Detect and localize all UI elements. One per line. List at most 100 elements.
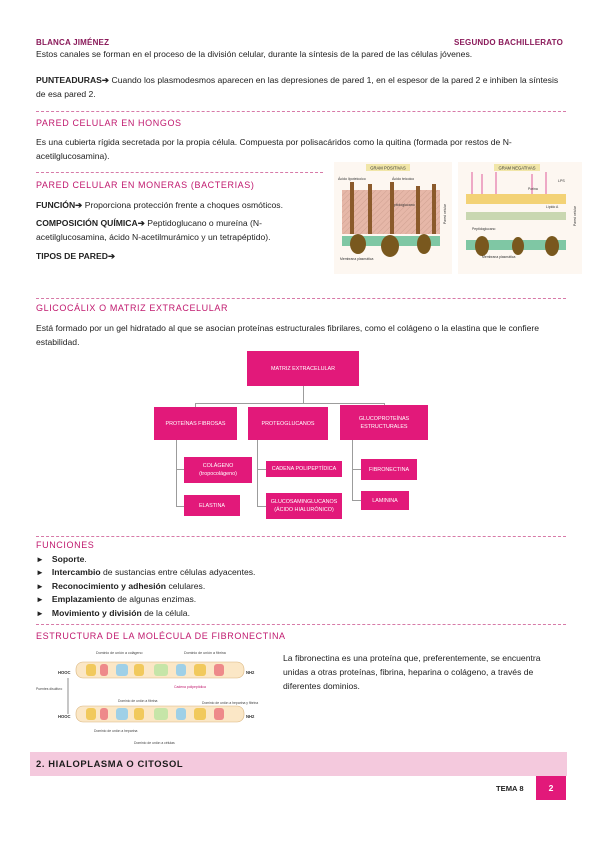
course-name: SEGUNDO BACHILLERATO <box>453 38 563 47</box>
label-dominio-fibrina-top: Dominio de unión a fibrina <box>184 651 226 655</box>
funcion-paragraph: FUNCIÓN➔ Proporciona protección frente a… <box>36 198 326 212</box>
list-item: ►Soporte. <box>36 554 87 564</box>
node-proteinas-fibrosas: PROTEÍNAS FIBROSAS <box>154 407 237 440</box>
lps-chains <box>471 172 547 194</box>
label-puentes-disulfuro: Puentes disulfuro <box>36 687 62 691</box>
peptidoglycan-thin <box>466 212 566 220</box>
connector <box>352 469 361 470</box>
label-hooc-bottom: HOOC <box>58 714 71 719</box>
divider <box>36 624 566 625</box>
glicocalix-paragraph: Está formado por un gel hidratado al que… <box>36 323 540 347</box>
node-elastina: ELASTINA <box>184 495 240 516</box>
punteaduras-term: PUNTEADURAS <box>36 75 102 85</box>
funciones-list: ►Soporte. ►Intercambio de sustancias ent… <box>36 553 436 620</box>
connector <box>257 506 266 507</box>
label-pared-celular-gn: Pared celular <box>573 205 577 226</box>
page-number: 2 <box>536 776 566 800</box>
divider <box>36 111 566 112</box>
arrow-icon: ➔ <box>137 218 145 228</box>
funcion-term: FUNCIÓN <box>36 200 76 210</box>
list-item: ►Reconocimiento y adhesión celulares. <box>36 580 206 591</box>
section-title-hongos: PARED CELULAR EN HONGOS <box>36 118 182 128</box>
divider <box>36 536 566 537</box>
composicion-term: COMPOSICIÓN QUÍMICA <box>36 218 138 228</box>
list-item: ►Movimiento y división de la célula. <box>36 607 190 618</box>
hongos-paragraph: Es una cubierta rígida secretada por la … <box>36 137 512 161</box>
tipos-paragraph: TIPOS DE PARED➔ <box>36 249 115 263</box>
label-dominio-fibrina: Dominio de unión a fibrina <box>118 699 158 703</box>
gram-positive-title: GRAM POSITIVAS <box>370 166 406 171</box>
teichoic-acids <box>350 182 436 234</box>
chain-top-domains <box>86 664 224 676</box>
punteaduras-paragraph: PUNTEADURAS➔ Cuando los plasmodesmos apa… <box>36 73 566 101</box>
membrane-proteins-gn <box>475 236 559 256</box>
footer-tema: TEMA 8 <box>496 784 524 793</box>
label-lps: LPS <box>558 179 565 183</box>
fibronectin-figure: Dominio de unión a colágeno Dominio de u… <box>36 651 258 745</box>
gram-negative-title: GRAM NEGATIVAS <box>498 166 535 171</box>
label-cadena-polipeptidica: Cadena polipeptídica <box>174 685 206 689</box>
label-lipido-a: Lípido A <box>546 205 559 209</box>
connector <box>176 440 177 506</box>
label-membrana-plasmatica: Membrana plasmática <box>340 257 373 261</box>
triangle-bullet-icon: ► <box>36 608 44 618</box>
label-nh2-top: NH2 <box>246 670 255 675</box>
triangle-bullet-icon: ► <box>36 595 44 605</box>
node-cadena-polipeptidica: CADENA POLIPEPTÍDICA <box>266 461 342 477</box>
label-peptidoglucano: Peptidoglucano <box>390 203 415 207</box>
connector <box>195 403 384 404</box>
arrow-icon: ➔ <box>75 200 83 210</box>
connector <box>176 469 184 470</box>
label-hooc-top: HOOC <box>58 670 71 675</box>
author-name: BLANCA JIMÉNEZ <box>36 38 110 47</box>
list-item: ►Emplazamiento de algunas enzimas. <box>36 594 197 605</box>
intro-paragraph: Estos canales se forman en el proceso de… <box>36 49 473 59</box>
divider <box>36 298 566 299</box>
list-item: ►Intercambio de sustancias entre células… <box>36 567 256 578</box>
triangle-bullet-icon: ► <box>36 555 44 564</box>
outer-membrane <box>466 194 566 204</box>
label-peptidoglucano-gn: Peptidoglucano <box>472 227 495 231</box>
connector <box>176 506 184 507</box>
connector <box>257 469 266 470</box>
section-title-fibronectina: ESTRUCTURA DE LA MOLÉCULA DE FIBRONECTIN… <box>36 631 286 641</box>
fibronectina-paragraph: La fibronectina es una proteína que, pre… <box>283 653 541 691</box>
node-glucosaminglucanos: GLUCOSAMINGLUCANOS (ÁCIDO HIALURÓNICO) <box>266 493 342 519</box>
label-dominio-celulas: Dominio de unión a células <box>134 741 175 745</box>
connector <box>195 403 196 407</box>
gram-positive-title-bg <box>366 164 410 171</box>
arrow-icon: ➔ <box>101 75 110 85</box>
bacteria-wall-figure: GRAM POSITIVAS Ácido lipoteicoico Ácido … <box>334 162 582 274</box>
connector <box>352 500 361 501</box>
triangle-bullet-icon: ► <box>36 568 44 578</box>
label-nh2-bottom: NH2 <box>246 714 255 719</box>
label-porina: Porina <box>528 187 538 191</box>
hialoplasma-title: 2. HIALOPLASMA O CITOSOL <box>36 758 184 769</box>
connector <box>303 386 304 404</box>
section-title-funciones: FUNCIONES <box>36 540 95 550</box>
chain-bottom-domains <box>86 708 224 720</box>
node-matriz-extracelular: MATRIZ EXTRACELULAR <box>247 351 359 386</box>
node-colageno: COLÁGENO (tropocolágeno) <box>184 457 252 483</box>
label-dominio-colageno: Dominio de unión a colágeno <box>96 651 143 655</box>
funcion-text: Proporciona protección frente a choques … <box>84 200 283 210</box>
label-acido-teicoico: Ácido teicoico <box>392 177 414 181</box>
divider <box>36 172 323 173</box>
connector <box>352 440 353 500</box>
section-title-moneras: PARED CELULAR EN MONERAS (BACTERIAS) <box>36 180 255 190</box>
membrane-proteins <box>350 234 431 257</box>
triangle-bullet-icon: ► <box>36 581 44 591</box>
label-pared-celular: Pared celular <box>443 203 447 224</box>
node-glucoproteinas: GLUCOPROTEÍNAS ESTRUCTURALES <box>340 405 428 440</box>
arrow-icon: ➔ <box>107 251 116 261</box>
label-membrana-plasmatica-gn: Membrana plasmática <box>482 255 515 259</box>
label-dominio-heparina-fibrina: Dominio de unión a heparina y fibrina <box>202 701 258 705</box>
connector <box>257 440 258 506</box>
node-fibronectina: FIBRONECTINA <box>361 459 417 480</box>
node-proteoglucanos: PROTEOGLUCANOS <box>248 407 328 440</box>
section-title-glicocalix: GLICOCÁLIX O MATRIZ EXTRACELULAR <box>36 303 229 313</box>
gram-negative-title-bg <box>494 164 540 171</box>
label-dominio-heparina: Dominio de unión a heparina <box>94 729 137 733</box>
node-laminina: LAMININA <box>361 491 409 510</box>
hialoplasma-band: 2. HIALOPLASMA O CITOSOL <box>30 752 567 776</box>
